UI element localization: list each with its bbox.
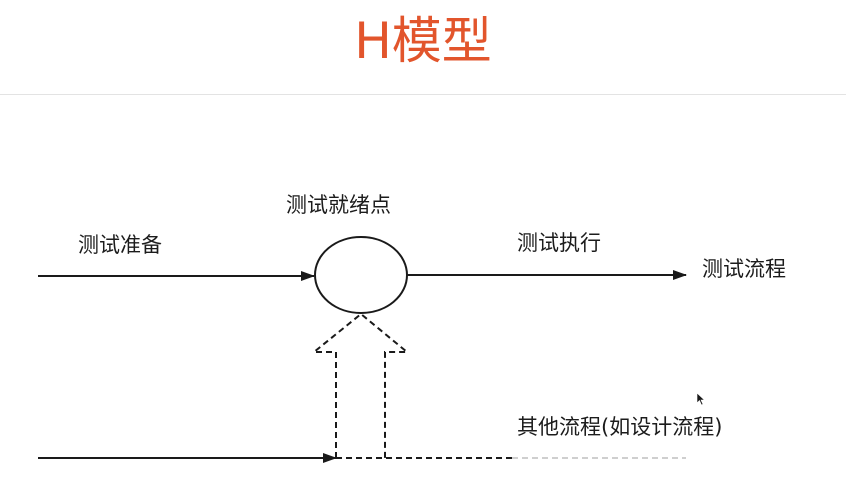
test-flow-label: 测试流程 [702,257,786,281]
test-ready-point-circle [314,236,408,314]
dashed-up-arrow [311,312,410,458]
other-flow-label: 其他流程(如设计流程) [517,415,723,439]
slide-title: H模型 [354,12,492,70]
test-ready-point-label: 测试就绪点 [286,193,391,217]
test-prep-label: 测试准备 [78,233,162,257]
mouse-cursor-icon [696,392,706,406]
test-exec-label: 测试执行 [517,231,601,255]
title-divider [0,94,846,95]
